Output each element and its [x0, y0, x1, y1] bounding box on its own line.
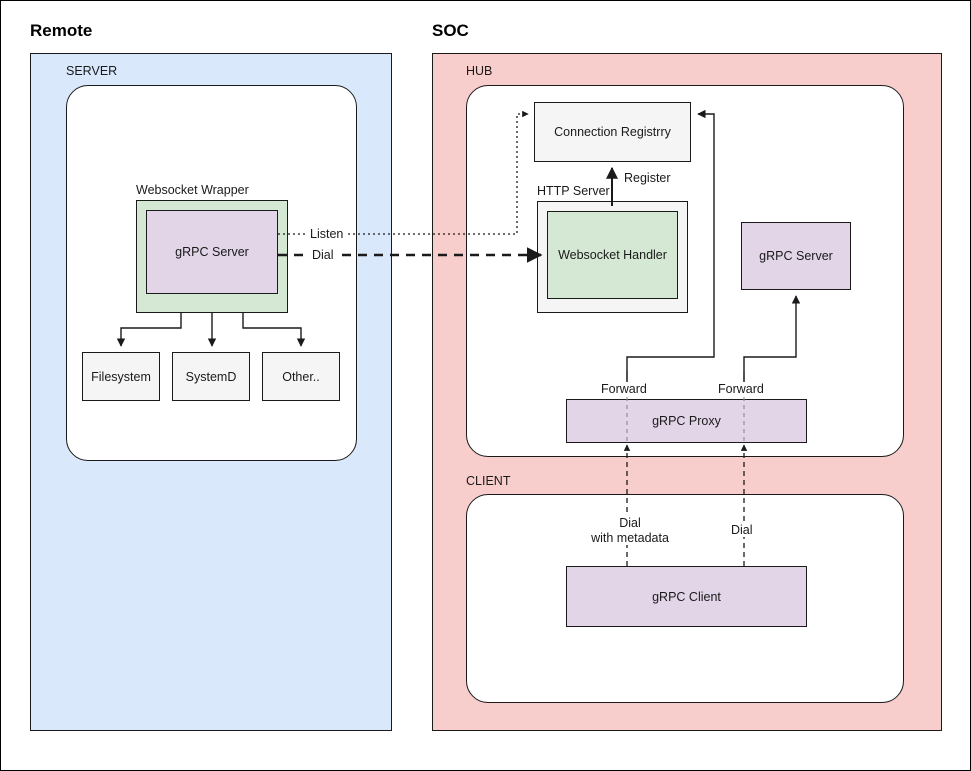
edge-label-forward-left: Forward: [599, 382, 649, 396]
edge-label-listen: Listen: [308, 227, 346, 241]
panel-title-remote: Remote: [30, 21, 93, 40]
node-other[interactable]: Other..: [262, 352, 340, 401]
node-grpc-client[interactable]: gRPC Client: [566, 566, 807, 627]
node-grpc-server-hub[interactable]: gRPC Server: [741, 222, 851, 290]
panel-title-soc: SOC: [432, 21, 469, 40]
node-grpc-server-remote[interactable]: gRPC Server: [146, 210, 278, 294]
zone-label-client: CLIENT: [466, 474, 511, 488]
edge-label-dial: Dial: [310, 248, 336, 262]
edge-label-dial-with-metadata-line2: with metadata: [584, 531, 676, 545]
edge-label-dial-with-metadata-line1: Dial: [602, 516, 658, 530]
node-connection-registry[interactable]: Connection Registrry: [534, 102, 691, 162]
edge-label-dial-right: Dial: [729, 523, 755, 537]
zone-label-server: SERVER: [66, 64, 118, 78]
node-grpc-proxy[interactable]: gRPC Proxy: [566, 399, 807, 443]
label-http-server: HTTP Server: [537, 184, 610, 198]
node-websocket-handler[interactable]: Websocket Handler: [547, 211, 678, 299]
edge-label-register: Register: [622, 171, 673, 185]
edge-label-forward-right: Forward: [716, 382, 766, 396]
label-websocket-wrapper: Websocket Wrapper: [136, 183, 249, 197]
node-filesystem[interactable]: Filesystem: [82, 352, 160, 401]
node-systemd[interactable]: SystemD: [172, 352, 250, 401]
zone-label-hub: HUB: [466, 64, 493, 78]
